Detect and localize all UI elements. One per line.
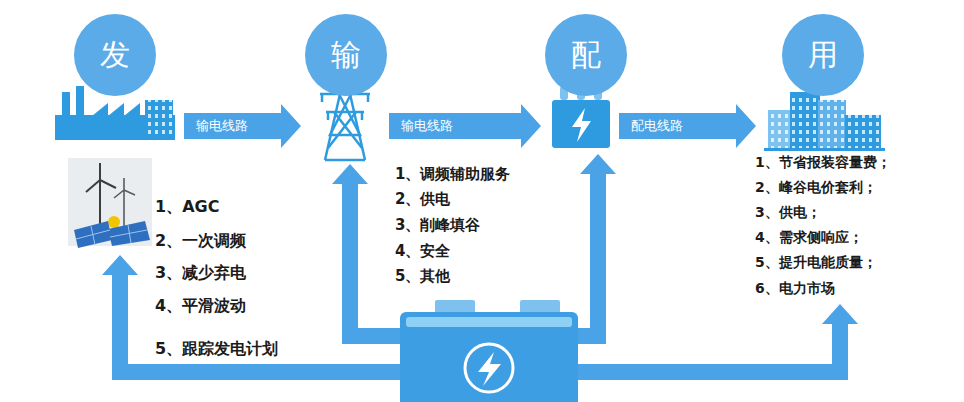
list-item: 4、需求侧响应； (755, 229, 863, 247)
arrow-head (102, 255, 138, 275)
arrow-head (580, 154, 616, 174)
list-item: 3、削峰填谷 (395, 216, 480, 235)
list-item: 1、AGC (155, 197, 219, 218)
list-item: 4、平滑波动 (155, 296, 246, 317)
plant-building (145, 100, 173, 140)
arrow-head (332, 164, 368, 184)
ground-line (764, 148, 885, 151)
list-item: 3、供电； (755, 204, 821, 222)
stage-node: 配 (545, 14, 615, 152)
stage-node: 输 (305, 14, 385, 164)
storage-arrow (350, 182, 402, 336)
stage-circle: 发 (74, 14, 156, 96)
stage-circle: 用 (782, 14, 864, 96)
battery-icon (400, 300, 578, 402)
transformer-body (552, 100, 610, 148)
battery-body (400, 312, 578, 402)
plant-roof (92, 103, 140, 116)
battery-top (406, 317, 572, 327)
stage-circle: 输 (305, 14, 387, 96)
wind-solar-icon (68, 158, 152, 248)
list-item: 1、节省报装容量费； (755, 154, 891, 172)
battery-badge (465, 344, 513, 392)
battery-terminal (520, 300, 560, 314)
tower-insulators (322, 94, 368, 120)
line-label: 输电线路 (196, 117, 248, 135)
chimney (76, 86, 84, 118)
chimney (62, 92, 70, 118)
stage-circle: 配 (545, 14, 627, 96)
list-item: 5、跟踪发电计划 (155, 339, 278, 360)
arrow-head (822, 304, 858, 324)
sun (108, 216, 120, 228)
line-label: 配电线路 (631, 117, 683, 135)
list-item: 4、安全 (395, 242, 450, 261)
storage-arrow (576, 322, 840, 372)
list-item: 3、减少弃电 (155, 263, 246, 284)
building-windows (768, 94, 881, 148)
stage-node: 发 (50, 14, 180, 142)
list-item: 2、供电 (395, 190, 450, 209)
storage-arrow (574, 172, 598, 336)
lightning-symbol (478, 352, 501, 386)
list-item: 1、调频辅助服务 (395, 165, 510, 184)
battery-terminal (435, 300, 475, 314)
lightning-symbol (572, 108, 591, 142)
tower-lattice (325, 94, 365, 160)
stage-node: 用 (760, 14, 885, 152)
panel-grid (76, 225, 147, 245)
buildings-icon (764, 92, 885, 151)
list-item: 2、一次调频 (155, 231, 246, 252)
list-item: 5、提升电能质量； (755, 254, 877, 272)
list-item: 2、峰谷电价套利； (755, 179, 877, 197)
list-item: 6、电力市场 (755, 280, 835, 298)
line-arrow (619, 104, 756, 148)
plant-windows (145, 100, 173, 136)
line-label: 输电线路 (401, 117, 453, 135)
line-arrow (389, 104, 541, 148)
line-arrow (184, 104, 301, 148)
list-item: 5、其他 (395, 267, 450, 286)
